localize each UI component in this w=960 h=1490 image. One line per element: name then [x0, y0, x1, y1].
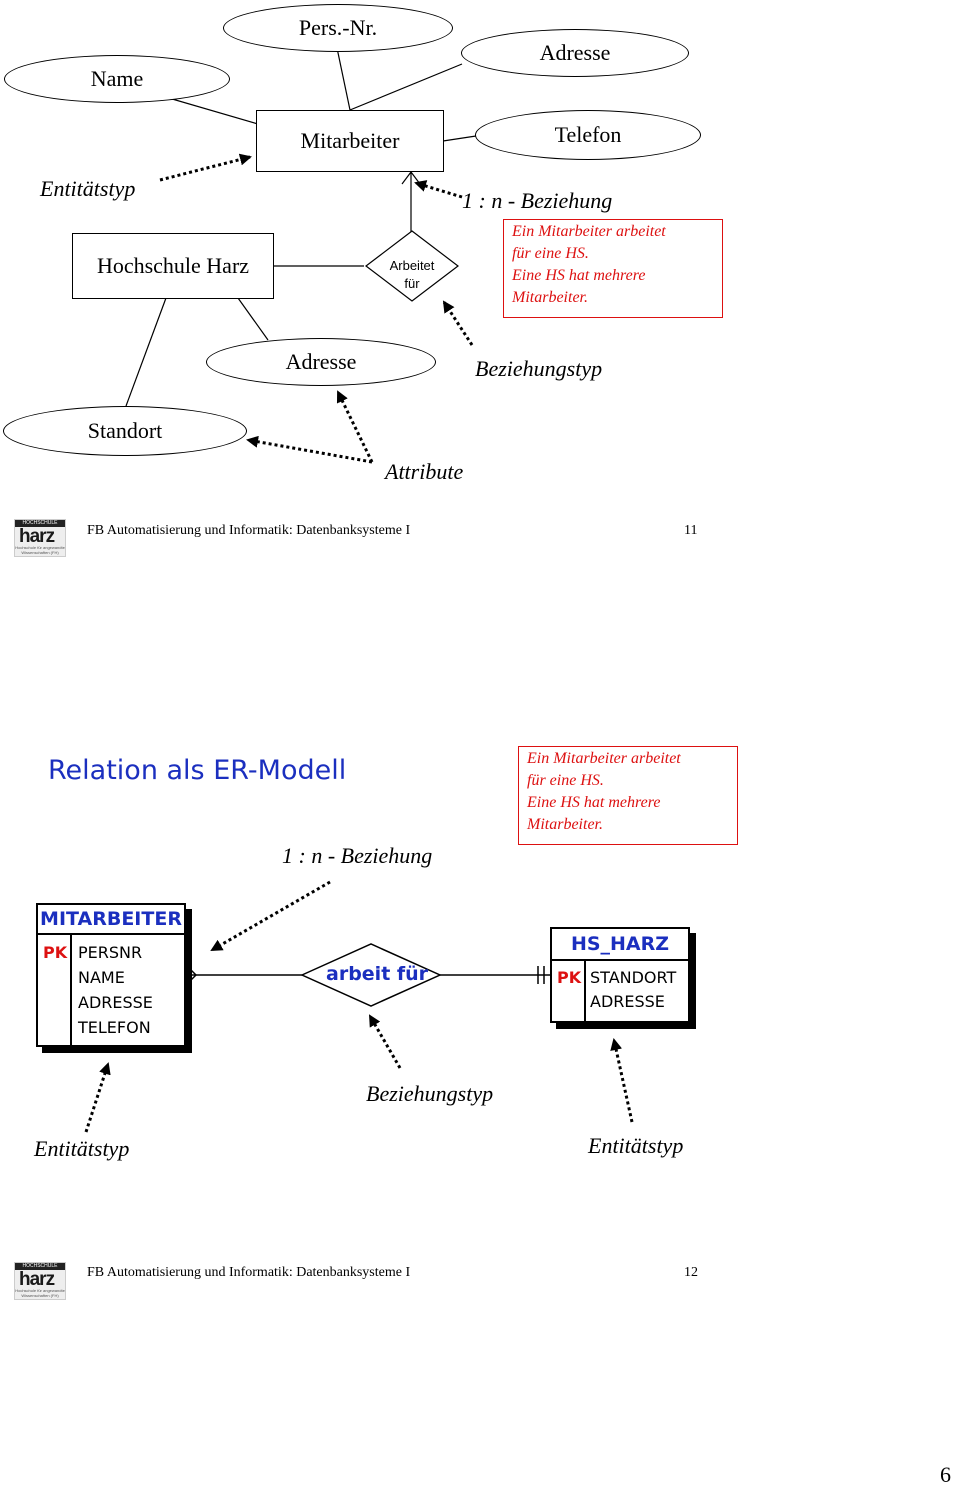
dotted-arrows-slide2	[84, 880, 634, 1133]
attribute-persnr-label: Pers.-Nr.	[298, 15, 378, 40]
note-box-1: Ein Mitarbeiter arbeitet für eine HS. Ei…	[503, 219, 723, 318]
note-line: Mitarbeiter.	[527, 816, 603, 833]
logo-sub-text: Hochschule für angewandte Wissenschaften…	[15, 1288, 65, 1298]
attribute-row: PERSNR	[78, 943, 143, 962]
column-separator	[70, 935, 72, 1045]
table-header: HS_HARZ	[552, 929, 688, 961]
entity-hochschule: Hochschule Harz	[72, 233, 274, 299]
column-separator	[584, 961, 586, 1021]
attribute-standort-label: Standort	[87, 418, 163, 443]
attribute-adresse-bottom: Adresse	[206, 338, 436, 386]
relationship-label-1: Arbeitet für	[364, 257, 460, 293]
logo-main-text: harz	[19, 1269, 55, 1290]
attribute-adresse-top: Adresse	[461, 29, 689, 77]
attribute-row: ADRESSE	[78, 993, 153, 1012]
hochschule-harz-logo: HOCHSCHULE harz Hochschule für angewandt…	[14, 1262, 66, 1300]
attribute-row: ADRESSE	[590, 992, 665, 1011]
logo-top-text: HOCHSCHULE	[15, 520, 65, 527]
label-entitaetstyp: Entitätstyp	[40, 176, 136, 201]
slide-title: Relation als ER-Modell	[48, 755, 347, 786]
relationship-diamond-1	[365, 230, 459, 302]
attribute-lines	[125, 47, 477, 407]
pk-label: PK	[43, 943, 68, 962]
entity-hochschule-label: Hochschule Harz	[96, 253, 250, 278]
relationship-diamond-2	[300, 943, 442, 1007]
table-header: MITARBEITER	[38, 905, 184, 935]
note-line: Eine HS hat mehrere	[527, 794, 661, 811]
page-number: 6	[940, 1462, 951, 1487]
label-attribute: Attribute	[385, 459, 464, 484]
attribute-adresse-bottom-label: Adresse	[285, 349, 357, 374]
label-beziehungstyp-2: Beziehungstyp	[366, 1081, 494, 1106]
logo-sub-text: Hochschule für angewandte Wissenschaften…	[15, 545, 65, 555]
note-line: Mitarbeiter.	[512, 289, 588, 306]
hochschule-harz-logo: HOCHSCHULE harz Hochschule für angewandt…	[14, 519, 66, 557]
relationship-label-2: arbeit für	[326, 963, 429, 985]
logo-top-text: HOCHSCHULE	[15, 1263, 65, 1270]
pk-label: PK	[557, 968, 582, 987]
attribute-adresse-label: Adresse	[539, 40, 611, 65]
relationship-line1: Arbeitet	[389, 258, 435, 273]
attribute-telefon: Telefon	[475, 110, 701, 160]
entity-mitarbeiter: Mitarbeiter	[256, 110, 444, 172]
attribute-row: NAME	[78, 968, 125, 987]
note-line: Ein Mitarbeiter arbeitet	[512, 223, 666, 240]
attribute-row: STANDORT	[590, 968, 677, 987]
label-entitaetstyp-right: Entitätstyp	[588, 1133, 684, 1158]
attribute-name: Name	[4, 55, 230, 103]
entity-mitarbeiter-label: Mitarbeiter	[300, 128, 400, 153]
dotted-arrows-slide1	[159, 153, 474, 464]
footer-text-2: FB Automatisierung und Informatik: Daten…	[87, 1265, 411, 1280]
entity-table-mitarbeiter: MITARBEITER PK PERSNR NAME ADRESSE TELEF…	[36, 903, 186, 1047]
attribute-standort: Standort	[3, 406, 247, 456]
note-line: für eine HS.	[512, 245, 589, 262]
attribute-row: TELEFON	[78, 1018, 151, 1037]
footer-page-1: 11	[684, 523, 698, 538]
footer-page-2: 12	[684, 1265, 698, 1280]
relationship-line2: für	[404, 276, 420, 291]
attribute-telefon-label: Telefon	[554, 122, 622, 147]
note-line: für eine HS.	[527, 772, 604, 789]
attribute-persnr: Pers.-Nr.	[223, 4, 453, 52]
note-box-2: Ein Mitarbeiter arbeitet für eine HS. Ei…	[518, 746, 738, 845]
entity-table-hs-harz: HS_HARZ PK STANDORT ADRESSE	[550, 927, 690, 1023]
attribute-name-label: Name	[90, 66, 144, 91]
label-beziehungstyp: Beziehungstyp	[475, 356, 603, 381]
label-beziehung: 1 : n - Beziehung	[462, 188, 613, 213]
er-lines	[183, 962, 550, 988]
note-line: Ein Mitarbeiter arbeitet	[527, 750, 681, 767]
label-beziehung-2: 1 : n - Beziehung	[282, 843, 433, 868]
label-entitaetstyp-left: Entitätstyp	[34, 1136, 130, 1161]
note-line: Eine HS hat mehrere	[512, 267, 646, 284]
footer-text-1: FB Automatisierung und Informatik: Daten…	[87, 523, 411, 538]
logo-main-text: harz	[19, 526, 55, 547]
